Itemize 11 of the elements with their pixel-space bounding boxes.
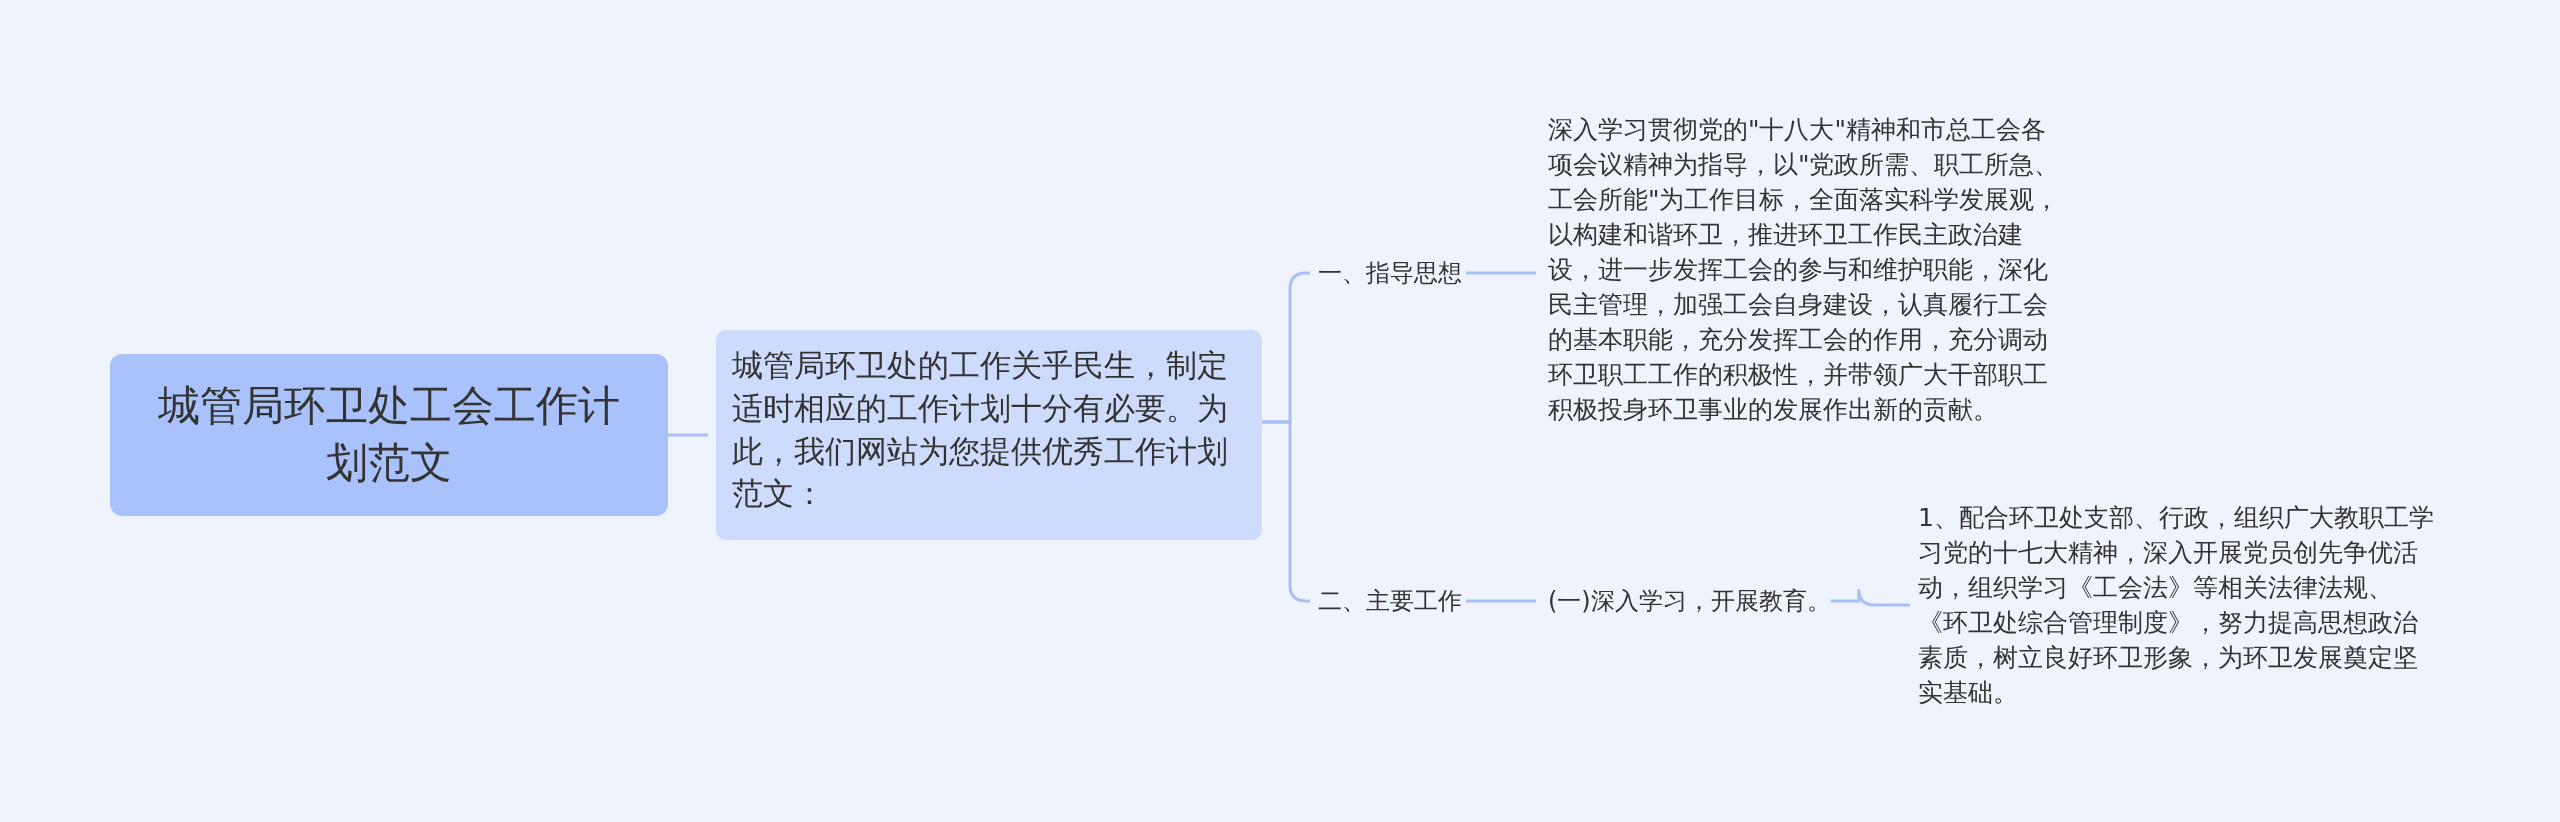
connector-line	[1830, 587, 1910, 607]
branch-label: (一)深入学习，开展教育。	[1548, 583, 1831, 619]
branch-label: 二、主要工作	[1318, 583, 1462, 619]
subtopic-box: 城管局环卫处的工作关乎民生，制定适时相应的工作计划十分有必要。为此，我们网站为您提供优秀工作计划范文：	[716, 330, 1262, 540]
root-topic: 城管局环卫处工会工作计划范文	[110, 354, 668, 516]
branch-label: 一、指导思想	[1318, 255, 1462, 291]
detail-text: 深入学习贯彻党的"十八大"精神和市总工会各项会议精神为指导，以"党政所需、职工所急、工会所能"为工作目标，全面落实科学发展观，以构建和谐环卫，推进环卫工作民主政治建设，进一步发挥工会的参与和维护职能，深化民主管理，加强工会自身建设，认真履行工会的基本职能，充分发挥工会的作用，充分调动环卫职工工作的积极性，并带领广大干部职工积极投身环卫事业的发展作出新的贡献。	[1548, 112, 2064, 430]
connector-line	[1466, 271, 1536, 275]
detail-text: 1、配合环卫处支部、行政，组织广大教职工学习党的十七大精神，深入开展党员创先争优活动，组织学习《工会法》等相关法律法规、《环卫处综合管理制度》，努力提高思想政治素质，树立良好环卫形象，为环卫发展奠定坚实基础。	[1918, 500, 2442, 710]
connector-line	[668, 433, 708, 437]
connector-line	[1466, 599, 1536, 603]
